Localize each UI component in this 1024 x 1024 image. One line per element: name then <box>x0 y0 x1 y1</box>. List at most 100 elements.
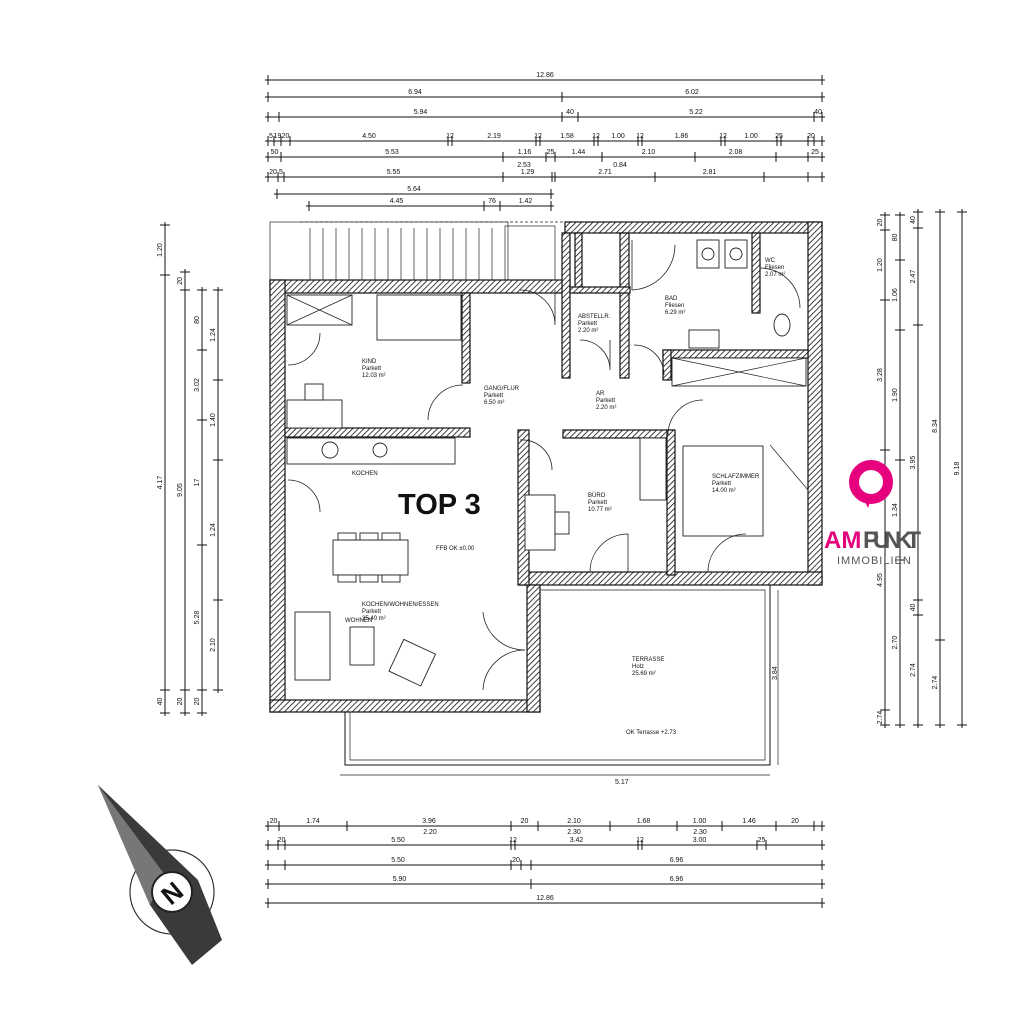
floor-level-label: FFB OK ±0.00 <box>436 546 475 552</box>
dimension-label: 40 <box>814 109 822 116</box>
dimension-label: 80 <box>194 316 201 324</box>
dimension-label: 20 <box>177 277 184 285</box>
dimension-label: 2.47 <box>910 270 917 284</box>
dimension-label: 1.58 <box>560 133 574 140</box>
dimension-label: 12 <box>446 133 454 140</box>
dimension-label: 1.24 <box>210 328 217 342</box>
logo-text-immobilien: IMMOBILIEN <box>837 555 912 567</box>
staircase <box>269 221 575 287</box>
dimension-label: 80 <box>892 234 899 242</box>
dimension-label: 12 <box>509 837 517 844</box>
dimension-label: 5.50 <box>391 837 405 844</box>
room-flooring: Parkett <box>484 393 503 399</box>
room-flooring: Parkett <box>596 398 615 404</box>
room-area: 2.20 m² <box>578 328 598 334</box>
dimension-label: 40 <box>910 604 917 612</box>
dimension-label: 12.86 <box>536 895 554 902</box>
dimension-label: 2.10 <box>642 149 656 156</box>
dimension-label: 1.00 <box>611 133 625 140</box>
office-wardrobe <box>639 437 667 501</box>
dimension-label: 5.28 <box>194 611 201 625</box>
kitchen-label: KOCHEN <box>352 471 378 477</box>
dimension-label: 1.86 <box>675 133 689 140</box>
dimension-sublabel: 0.84 <box>613 162 627 169</box>
doors <box>287 240 809 691</box>
dimension-label: 1.00 <box>744 133 758 140</box>
room-flooring: Holz <box>632 664 644 670</box>
dimension-label: 25 <box>547 149 555 156</box>
dimension-label: 2.10 <box>210 638 217 652</box>
dimension-label: 12.86 <box>536 72 554 79</box>
dimension-label: 4.50 <box>362 133 376 140</box>
dimension-label: 5.55 <box>387 169 401 176</box>
dimension-sublabel: 2.20 <box>423 829 437 836</box>
dimension-label: 9.05 <box>177 483 184 497</box>
room-name: BAD <box>665 296 678 302</box>
dining-table <box>332 539 409 576</box>
dimension-label: 2.74 <box>910 663 917 677</box>
dimension-label: 40 <box>566 109 574 116</box>
dimension-label: 17 <box>194 479 201 487</box>
logo-text-punkt: PUNKT <box>863 527 921 554</box>
dimension-label: 2.71 <box>598 169 612 176</box>
dimension-label: 3.96 <box>422 818 436 825</box>
dimension-label: 1.44 <box>572 149 586 156</box>
dimension-label: 5.50 <box>391 857 405 864</box>
dimension-label: 20 <box>877 219 884 227</box>
dimension-label: 2.70 <box>892 636 899 650</box>
dimension-label: 8.34 <box>932 419 939 433</box>
dimension-label: 19 <box>274 133 282 140</box>
room-flooring: Parkett <box>588 500 607 506</box>
dimension-sublabel: 2.30 <box>567 829 581 836</box>
office-desk <box>524 494 556 551</box>
dimension-label: 1.74 <box>306 818 320 825</box>
dimension-label: 6.96 <box>670 876 684 883</box>
room-flooring: Fliesen <box>665 303 684 309</box>
dimension-label: 3.28 <box>877 368 884 382</box>
dimension-label: 4.45 <box>390 198 404 205</box>
furniture <box>286 239 807 687</box>
dimension-label: 12 <box>534 133 542 140</box>
room-area: 14.00 m² <box>712 488 736 494</box>
dimension-label: 50 <box>271 149 279 156</box>
dimension-label: 25 <box>811 149 819 156</box>
dimension-label: 1.42 <box>519 198 533 205</box>
dimension-label: 5.94 <box>414 109 428 116</box>
terrace-width-label: 5.17 <box>615 779 629 786</box>
room-area: 6.50 m² <box>484 400 504 406</box>
dimension-label: 1.20 <box>157 243 164 257</box>
dimension-label: 1.00 <box>693 818 707 825</box>
living-label: WOHNEN <box>345 618 372 624</box>
dimension-label: 6.94 <box>408 89 422 96</box>
room-name: KIND <box>362 359 377 365</box>
dimension-label: 20 <box>521 818 529 825</box>
dimension-label: 1.46 <box>742 818 756 825</box>
room-area: 25.69 m² <box>632 671 656 677</box>
dimension-label: 3.95 <box>910 456 917 470</box>
dimension-label: 5.53 <box>385 149 399 156</box>
dimension-label: 2.81 <box>703 169 717 176</box>
room-flooring: Fliesen <box>765 265 784 271</box>
dimension-label: 12 <box>719 133 727 140</box>
room-area: 2.07 m² <box>765 272 785 278</box>
dimension-label: 1.24 <box>210 523 217 537</box>
room-flooring: Parkett <box>362 609 381 615</box>
dimension-label: 2.08 <box>729 149 743 156</box>
sofa <box>294 611 331 681</box>
armchair <box>388 638 437 687</box>
kitchen-counter <box>286 437 456 465</box>
dimension-label: 1.40 <box>210 413 217 427</box>
bathtub <box>688 329 720 349</box>
dimension-label: 1.29 <box>521 169 535 176</box>
dimension-label: 20 <box>194 698 201 706</box>
